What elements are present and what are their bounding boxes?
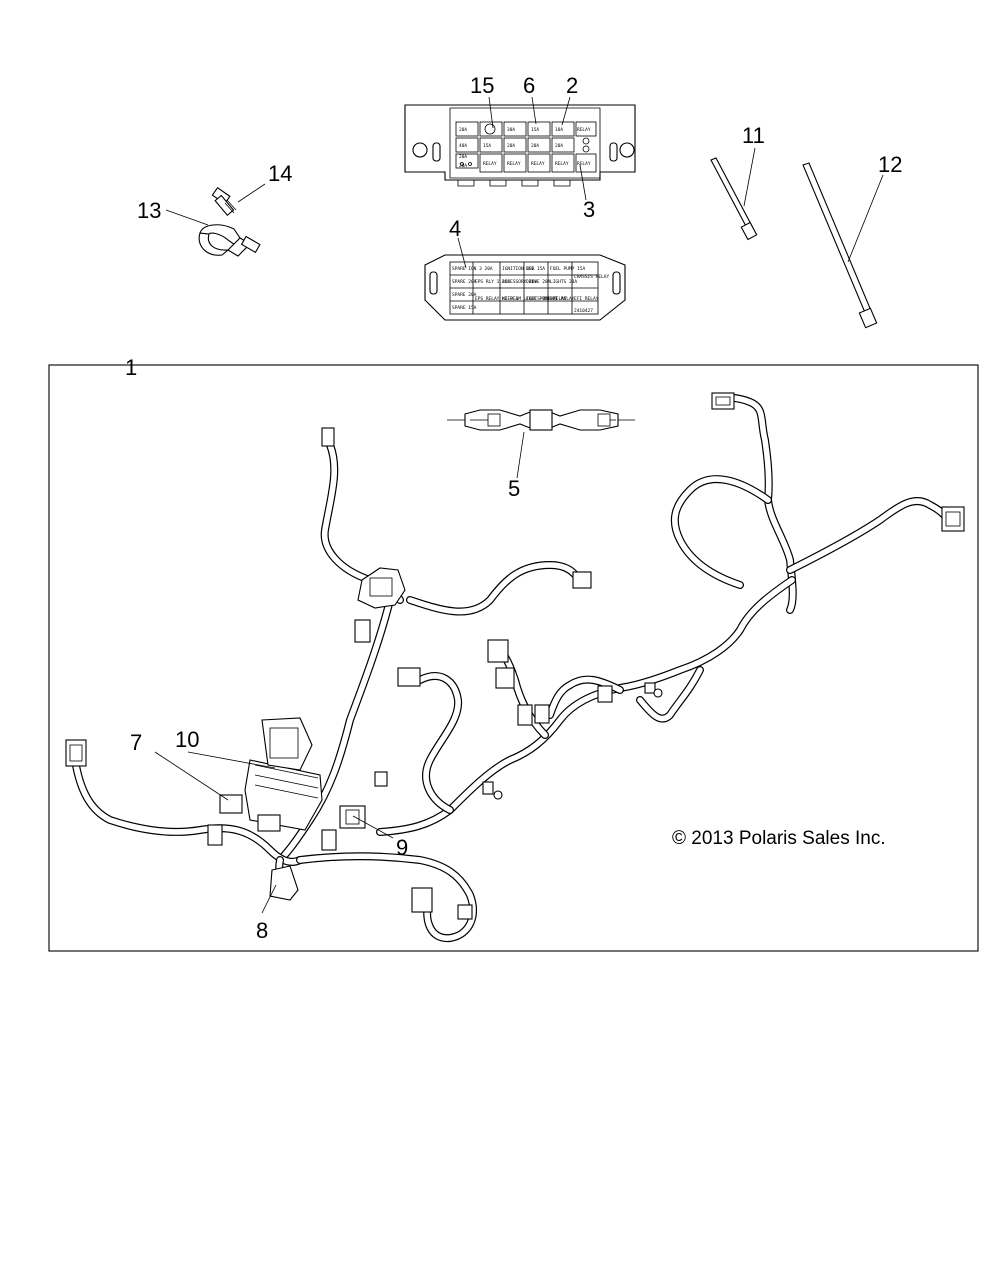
fuse-cover-label: LIGHTS 20A <box>550 279 577 285</box>
fuse-cover-label: EFI RELAY <box>550 296 575 302</box>
fuse-box-label: 40A <box>459 143 467 149</box>
harness-wires <box>71 393 952 943</box>
fuse-cover-label: CHASSIS RELAY <box>574 274 610 280</box>
fuse-box-label: RELAY <box>577 161 591 167</box>
fuse-box-label: 20A <box>459 154 467 160</box>
fuse-cover-part-number: 2410427 <box>574 308 593 314</box>
fuse-cover-label: DRIVE 20A <box>526 279 551 285</box>
fuse-cover-label: ACCESSORY 20A <box>502 279 538 285</box>
fuse-box-label: 20A <box>531 143 539 149</box>
harness-connectors <box>65 392 965 920</box>
part-14-bolt <box>211 186 237 217</box>
callout-10: 10 <box>175 727 199 752</box>
fuse-cover-label: SPARE 20A <box>452 292 477 298</box>
fuse-box-label: 20A <box>555 143 563 149</box>
callout-3: 3 <box>583 197 595 222</box>
part-5-inline-fuse-holder <box>447 409 635 431</box>
fuse-box-label: 15A <box>483 143 491 149</box>
harness-frame <box>48 364 979 952</box>
fuse-cover-label: EFI 15A <box>526 266 545 272</box>
callout-15: 15 <box>470 73 494 98</box>
fuse-cover-label: IGNITION 40A <box>502 266 535 272</box>
part-fuse-box-base: 20A 30A 15A 10A RELAY 40A 15A 20A 20A 20… <box>404 104 636 187</box>
fuse-cover-label: SPARE 15A <box>452 305 477 311</box>
callout-6: 6 <box>523 73 535 98</box>
fuse-box-label: RELAY <box>555 161 569 167</box>
fuse-cover-label: SPARE IGN 3 20A <box>452 266 493 272</box>
part-12-cable-tie <box>802 162 878 329</box>
part-11-cable-tie <box>710 157 758 241</box>
fuse-box-label: 15A <box>531 127 539 133</box>
fuse-box-label: RELAY <box>531 161 545 167</box>
fuse-cover-labels: SPARE IGN 3 20A IGNITION 40A EFI 15A FUE… <box>452 266 610 314</box>
callout-4: 4 <box>449 216 461 241</box>
fuse-cover-label: FUEL PUMP 15A <box>550 266 586 272</box>
fuse-cover-label: EPS RLY 1 20A <box>475 279 511 285</box>
fuse-box-label: 20A <box>459 127 467 133</box>
fuse-box-label: 20A <box>507 143 515 149</box>
fuse-box-label: RELAY <box>507 161 521 167</box>
fuse-cover-label: SPARE 20A <box>452 279 477 285</box>
callout-11: 11 <box>742 123 765 148</box>
callout-9: 9 <box>396 835 408 860</box>
fuse-cover-label: HI BEAM LIGHTS RELAY <box>502 296 556 302</box>
callout-numbers: 1 2 3 4 5 6 7 8 9 10 11 12 13 14 15 <box>125 73 902 943</box>
callout-14: 14 <box>268 161 292 186</box>
fuse-cover-label: EPS RELAY KEEP 1 <box>475 296 519 302</box>
fuse-box-label: 30A <box>507 127 515 133</box>
part-13-clamp <box>198 224 261 257</box>
callout-12: 12 <box>878 152 902 177</box>
fuse-box-label: 10A <box>555 127 563 133</box>
callout-13: 13 <box>137 198 161 223</box>
fuse-cover-label: FUEL PUMP RELAY <box>526 296 567 302</box>
part-4-fuse-box-cover: SPARE IGN 3 20A IGNITION 40A EFI 15A FUE… <box>424 254 626 321</box>
fuse-box-label: RELAY <box>577 127 591 133</box>
callout-5: 5 <box>508 476 520 501</box>
copyright-text: © 2013 Polaris Sales Inc. <box>672 828 886 849</box>
fuse-box-label: RELAY <box>483 161 497 167</box>
fuse-cover-label: EFI RELAY <box>574 296 599 302</box>
fuse-box-cells <box>455 121 597 173</box>
fuse-box-label: 20A <box>459 163 467 169</box>
leader-lines <box>154 96 884 914</box>
fuse-box-cell-labels: 20A 30A 15A 10A RELAY 40A 15A 20A 20A 20… <box>459 127 591 169</box>
callout-1: 1 <box>125 355 137 380</box>
callout-8: 8 <box>256 918 268 943</box>
callout-7: 7 <box>130 730 142 755</box>
callout-2: 2 <box>566 73 578 98</box>
